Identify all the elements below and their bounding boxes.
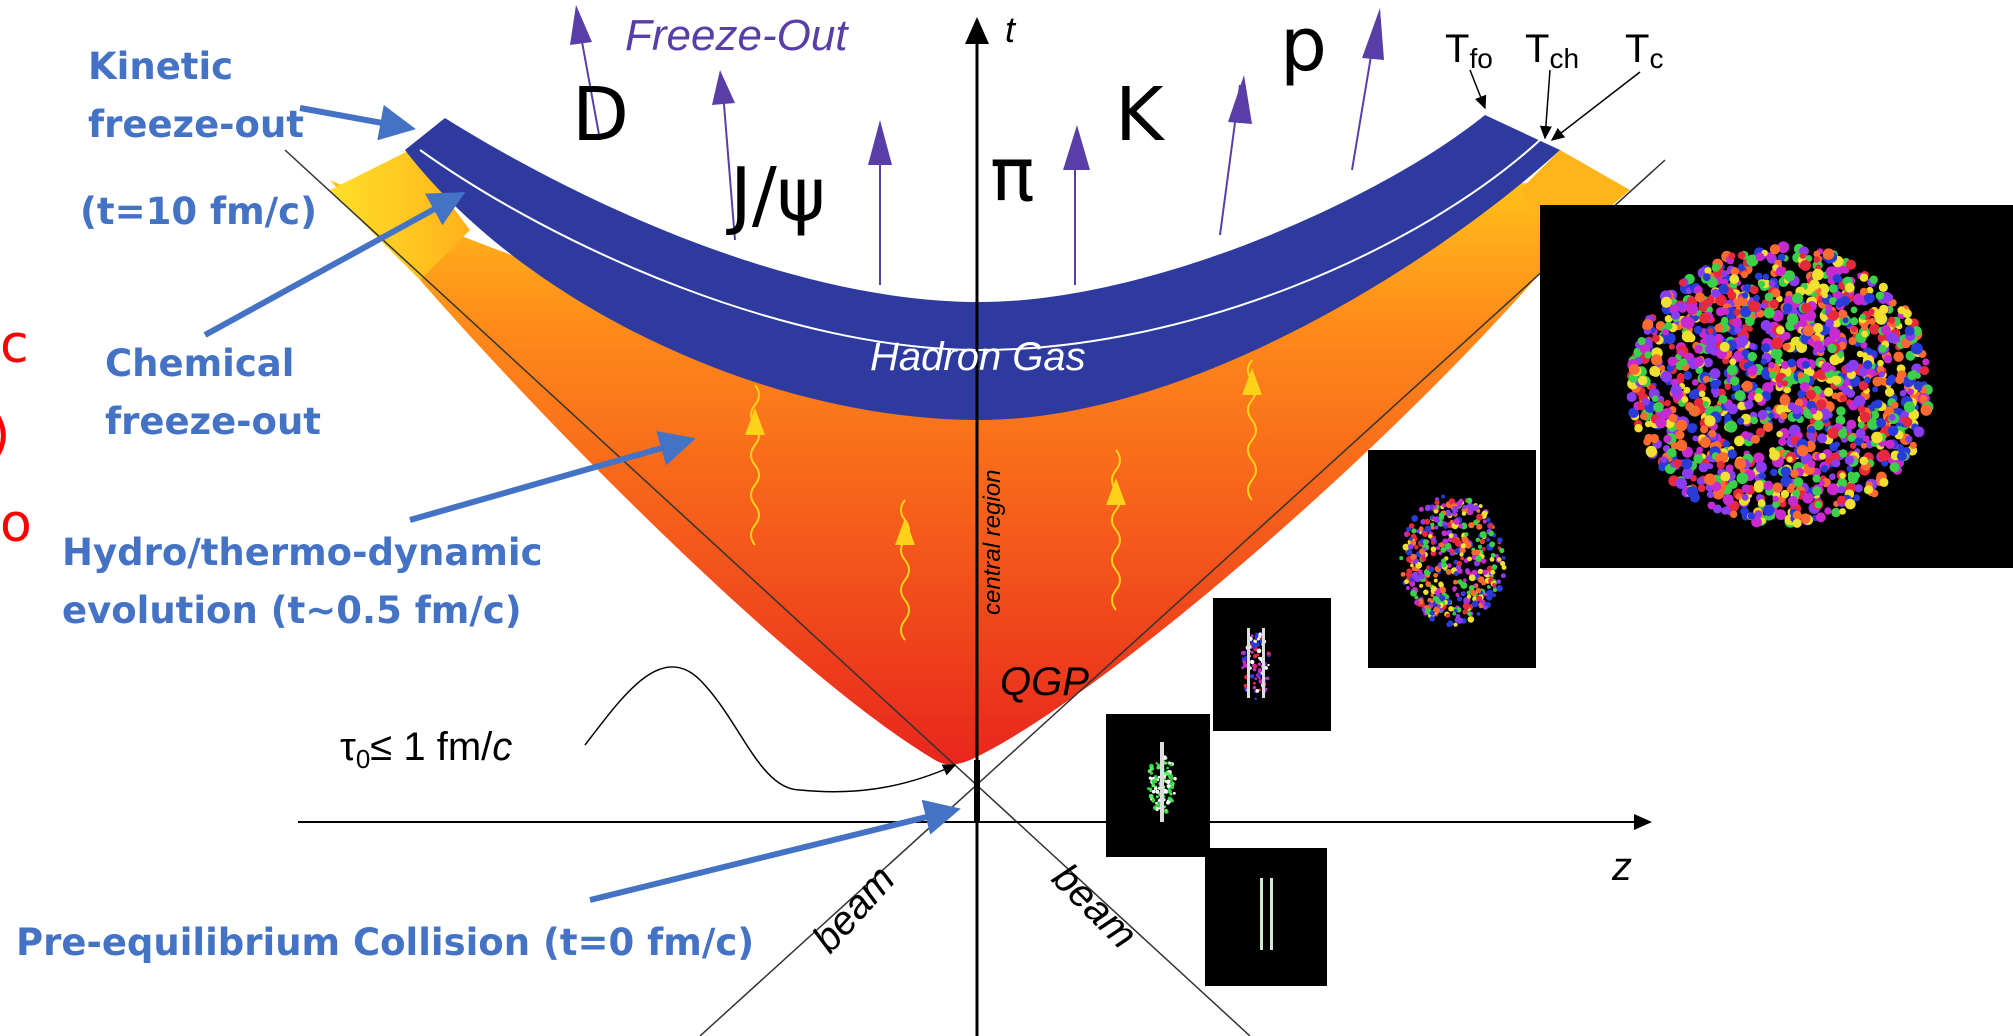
qgp-edge-left — [330, 150, 470, 280]
clipped-text-2: ) — [0, 405, 10, 465]
hydro-line2: evolution (t~0.5 fm/c) — [62, 589, 522, 632]
t-fo-pointer — [1469, 69, 1487, 110]
clipped-text-1: c — [0, 315, 29, 375]
kinetic-label: Kinetic freeze-out — [88, 38, 304, 154]
tau-pointer-curve — [584, 666, 957, 793]
pre-equilibrium-label: Pre-equilibrium Collision (t=0 fm/c) — [16, 921, 755, 964]
chemical-freezeout-line — [419, 139, 1541, 352]
chemical-label: Chemical freeze-out — [105, 335, 321, 451]
t-axis-label: t — [1005, 9, 1017, 50]
hydro-line1: Hydro/thermo-dynamic — [62, 531, 543, 574]
t-c-pointer — [1550, 71, 1641, 141]
light-cone-left — [284, 149, 1251, 1036]
t-c-label: Tc — [1625, 27, 1663, 74]
wavy-arrows — [745, 359, 1262, 641]
light-cone-right — [699, 159, 1666, 1036]
hydro-label: Hydro/thermo-dynamic evolution (t~0.5 fm… — [62, 524, 543, 640]
t-ch-label: Tch — [1525, 27, 1579, 74]
kinetic-line1: Kinetic — [88, 45, 234, 88]
annotation-arrows — [203, 104, 961, 903]
particle-k: K — [1115, 72, 1166, 158]
particle-d: D — [572, 72, 629, 158]
t-ch-pointer — [1539, 69, 1552, 140]
kinetic-line2: freeze-out — [88, 103, 304, 146]
beam-left-label: beam — [804, 857, 904, 961]
freeze-out-arrows — [570, 5, 1384, 285]
clipped-text-3: o — [0, 494, 32, 554]
z-axis-label: z — [1611, 845, 1632, 889]
hadron-gas-band — [405, 115, 1560, 420]
t-fo-label: Tfo — [1445, 27, 1493, 74]
beam-right-label: beam — [1044, 855, 1146, 957]
freeze-out-label: Freeze-Out — [625, 11, 849, 60]
particle-jpsi: J/ψ — [726, 152, 826, 238]
particle-p: p — [1280, 2, 1327, 88]
chemical-line1: Chemical — [105, 342, 295, 385]
chemical-line2: freeze-out — [105, 400, 321, 443]
kinetic-time: (t=10 fm/c) — [80, 190, 317, 233]
central-region-label: central region — [979, 470, 1006, 615]
qgp-label: QGP — [1000, 660, 1089, 704]
snapshot-images — [1106, 205, 2013, 986]
tau-label: τ0≤ 1 fm/c — [340, 725, 512, 774]
hadron-gas-label: Hadron Gas — [870, 335, 1086, 379]
particle-pi: π — [990, 132, 1035, 218]
